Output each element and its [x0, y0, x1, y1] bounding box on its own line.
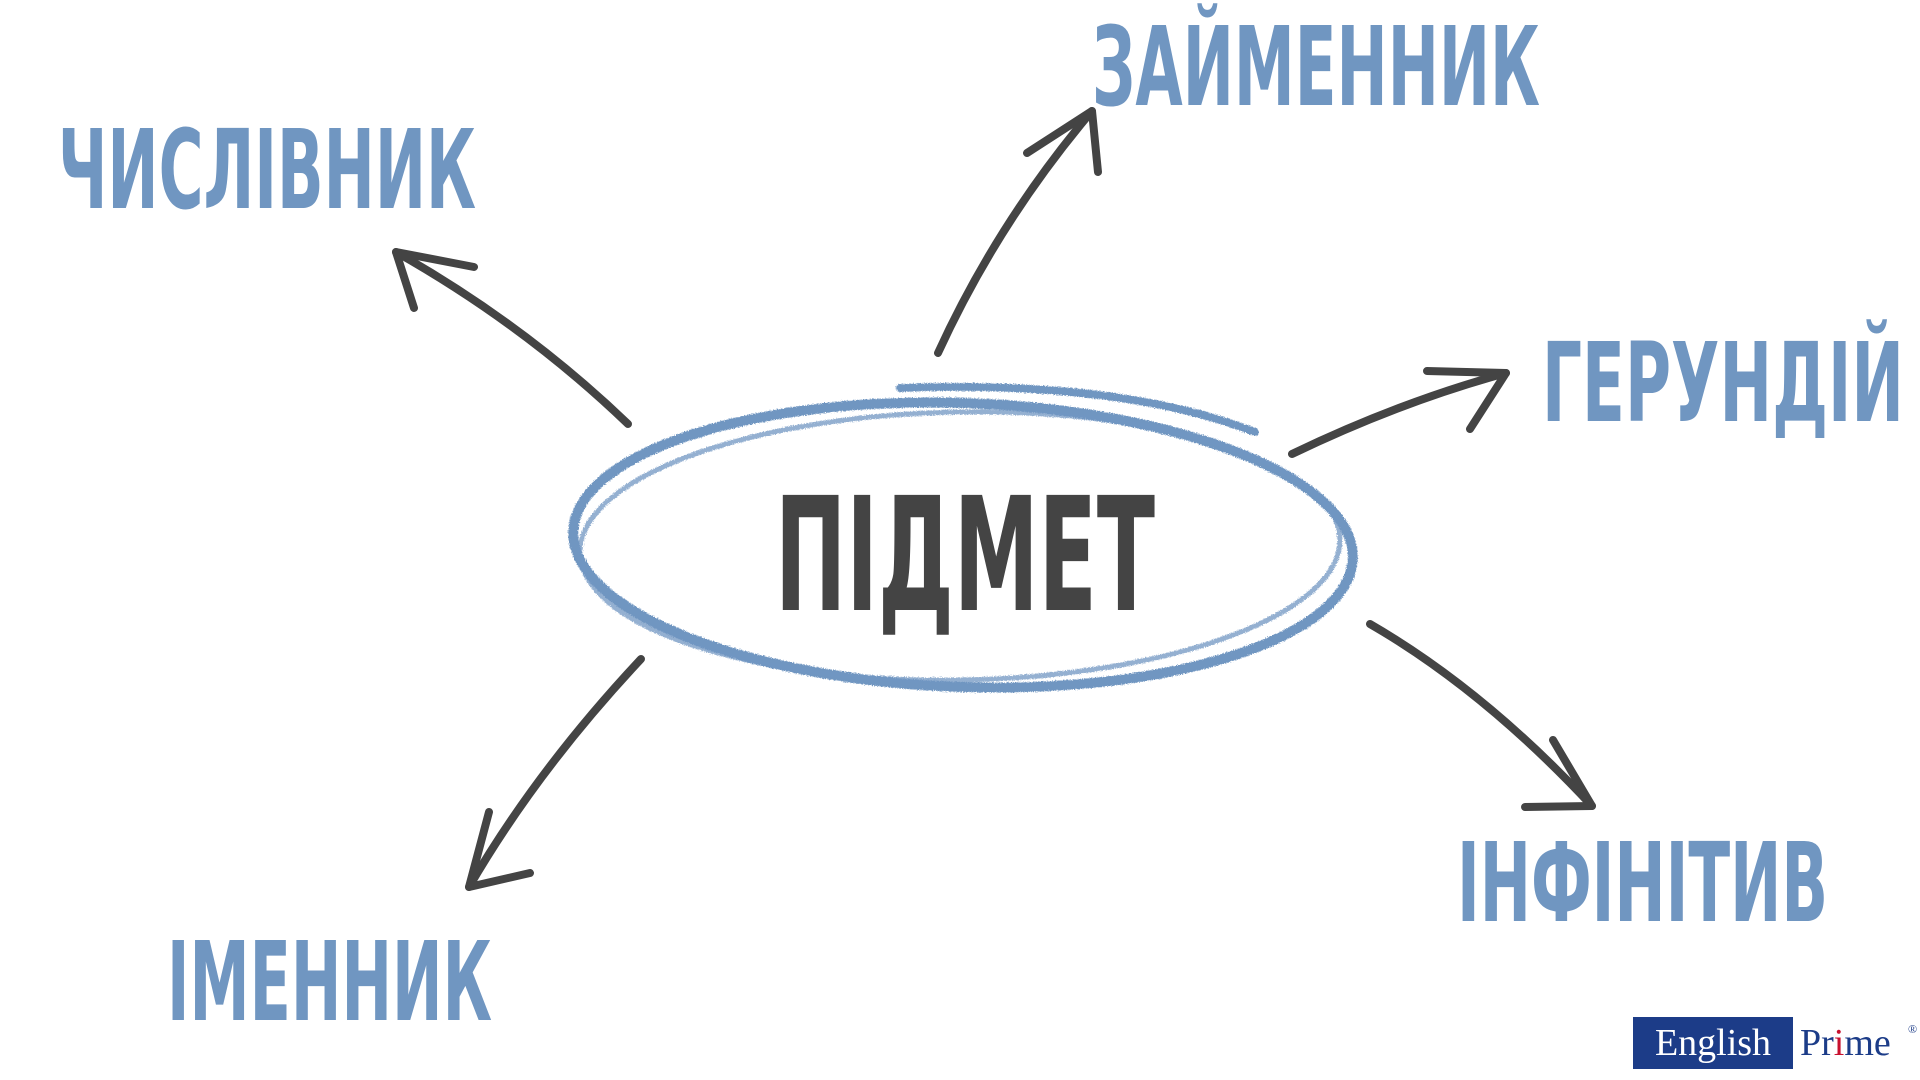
node-noun: ІМЕННИК	[167, 918, 492, 1046]
logo-registered-mark: ®	[1908, 1022, 1917, 1036]
node-infinitive: ІНФІНІТИВ	[1457, 819, 1828, 947]
logo-left-box	[1633, 1017, 1793, 1069]
arrow-to-gerund	[1288, 367, 1510, 458]
center-ellipse	[568, 382, 1358, 693]
node-numeral: ЧИСЛІВНИК	[58, 106, 476, 234]
arrow-to-noun	[465, 655, 645, 891]
node-gerund: ГЕРУНДІЙ	[1542, 318, 1904, 447]
english-prime-logo: English Prime ®	[1633, 1017, 1917, 1069]
logo-right-text: Prime	[1800, 1022, 1891, 1064]
arrow-to-infinitive	[1366, 620, 1596, 811]
center-label: ПІДМЕТ	[775, 464, 1155, 648]
node-pronoun: ЗАЙМЕННИК	[1092, 2, 1540, 131]
arrow-to-numeral	[392, 248, 632, 428]
logo-left-text: English	[1655, 1022, 1771, 1064]
arrow-to-pronoun	[934, 107, 1102, 357]
